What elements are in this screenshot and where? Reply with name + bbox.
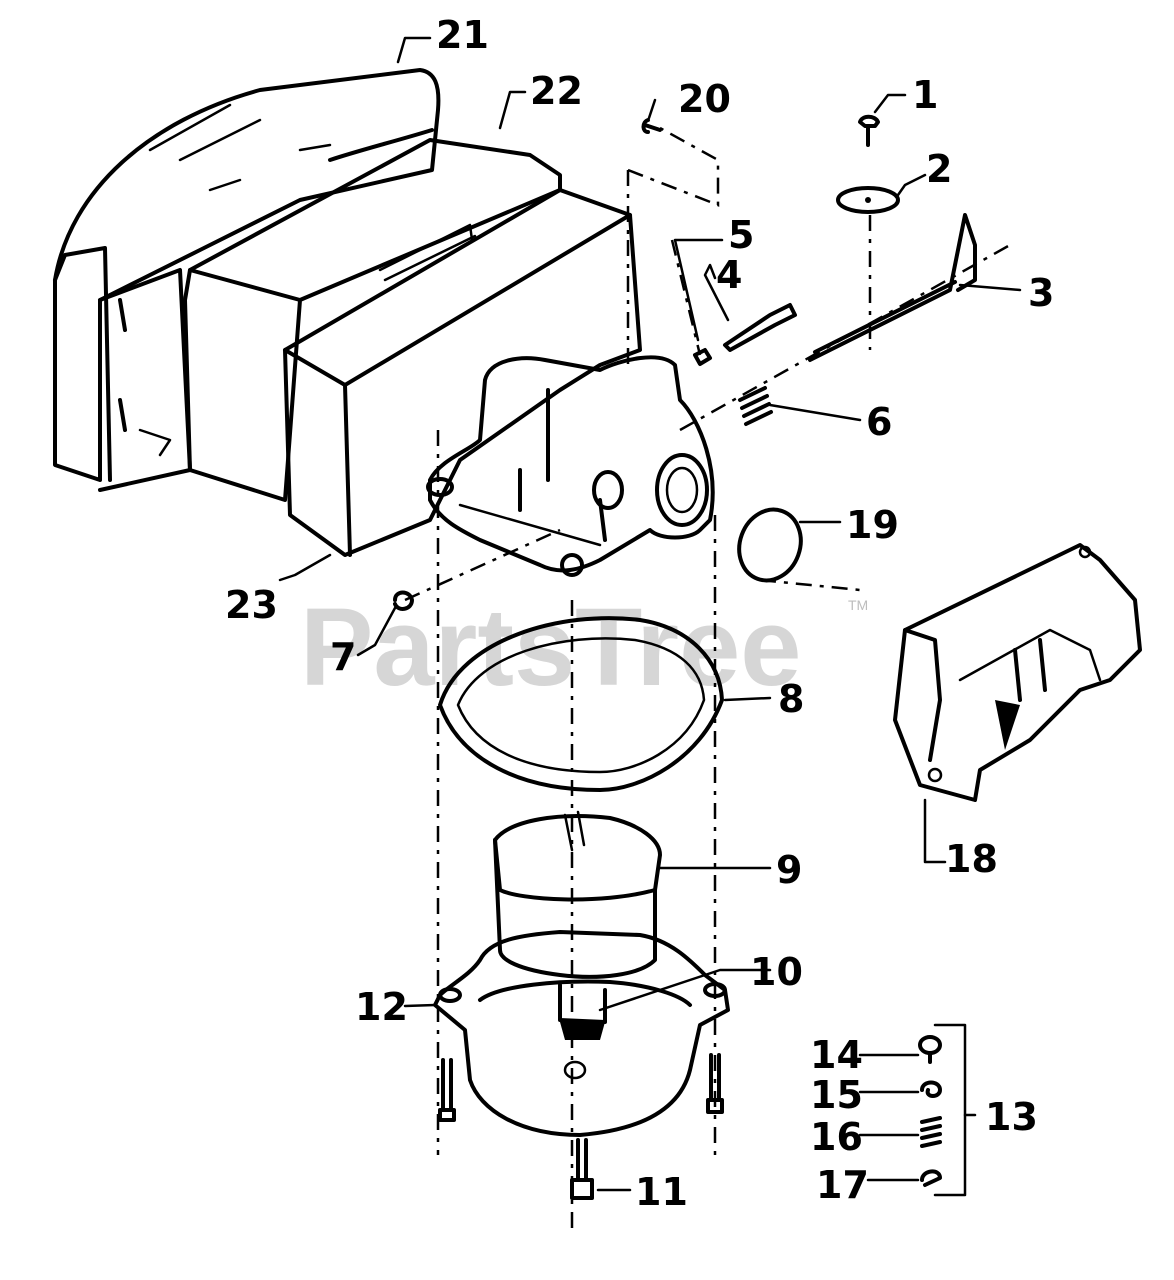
part-23-air-cleaner-base[interactable]: [283, 188, 642, 557]
label-23: 23: [225, 583, 278, 627]
label-21: 21: [436, 13, 489, 57]
part-8-gasket[interactable]: [438, 616, 724, 792]
carburetor-body[interactable]: [426, 355, 715, 577]
label-12: 12: [355, 985, 408, 1029]
part-6-spring[interactable]: [738, 386, 773, 426]
part-19-o-ring[interactable]: [729, 501, 810, 589]
label-10: 10: [750, 950, 803, 994]
mounting-bolt-left[interactable]: [438, 1058, 456, 1122]
label-9: 9: [776, 848, 802, 892]
label-22: 22: [530, 69, 583, 113]
part-12-float-bowl[interactable]: [433, 930, 730, 1137]
watermark: PartsTree: [300, 586, 801, 709]
label-18: 18: [945, 837, 998, 881]
label-14: 14: [810, 1033, 863, 1077]
leader-lines: [278, 36, 1022, 1192]
label-17: 17: [816, 1163, 869, 1207]
part-17-item[interactable]: [920, 1169, 942, 1187]
part-9-float[interactable]: [493, 810, 662, 979]
watermark-trademark: TM: [848, 597, 868, 613]
part-13-kit-group: [933, 1023, 977, 1197]
label-20: 20: [678, 77, 731, 121]
label-15: 15: [810, 1073, 863, 1117]
part-2-washer[interactable]: [836, 186, 900, 214]
label-16: 16: [810, 1115, 863, 1159]
label-4: 4: [716, 253, 742, 297]
label-2: 2: [926, 147, 952, 191]
label-1: 1: [912, 73, 938, 117]
part-labels: 21 22 20 1 2 3 5 4 6 19 23 7 8 9 10 12 1…: [225, 13, 1054, 1214]
label-7: 7: [330, 635, 356, 679]
part-21-air-cleaner-cover[interactable]: [53, 68, 441, 492]
part-22-filter-element[interactable]: [183, 138, 562, 502]
part-11-bowl-screw[interactable]: [570, 1138, 594, 1200]
label-8: 8: [778, 677, 804, 721]
part-18-cover-plate[interactable]: [893, 543, 1142, 802]
part-20-screw[interactable]: [641, 118, 662, 134]
part-7-clip[interactable]: [393, 590, 414, 611]
label-11: 11: [635, 1170, 688, 1214]
part-5-nut[interactable]: [693, 348, 712, 366]
label-19: 19: [846, 503, 899, 547]
part-15-item[interactable]: [920, 1080, 942, 1098]
label-3: 3: [1028, 271, 1054, 315]
part-16-spring[interactable]: [920, 1116, 942, 1148]
label-13: 13: [985, 1095, 1038, 1139]
part-14-item[interactable]: [918, 1035, 942, 1064]
mounting-bolt-right[interactable]: [706, 1053, 724, 1114]
assembly-centerlines: [404, 126, 1011, 1230]
part-3-throttle-shaft[interactable]: [808, 213, 977, 362]
label-6: 6: [866, 400, 892, 444]
part-4-needle-valve[interactable]: [723, 303, 797, 352]
label-5: 5: [728, 213, 754, 257]
part-1-screw[interactable]: [858, 114, 880, 147]
